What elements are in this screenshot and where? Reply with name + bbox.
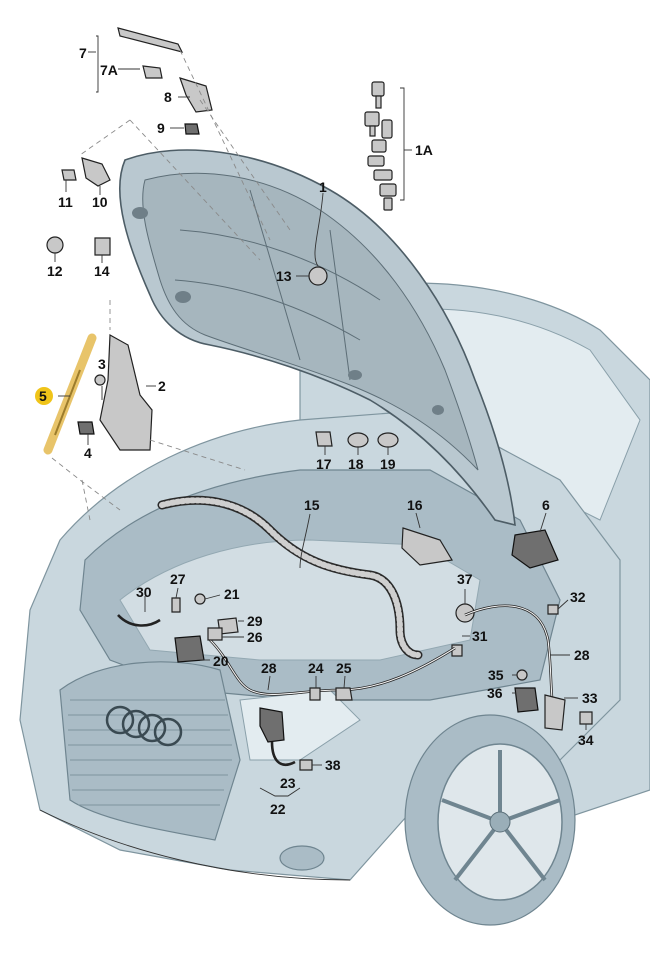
callout-4: 4	[84, 445, 92, 461]
clip-32[interactable]	[547, 604, 559, 615]
callout-labels: 7 7A 8 9 1A 1 11 10 12 14 13 5 3 2 4 17 …	[35, 45, 598, 817]
fog-light	[279, 845, 325, 871]
callout-37: 37	[457, 571, 473, 587]
buffer-13[interactable]	[308, 266, 328, 286]
hood-seal-texture	[159, 497, 421, 658]
callout-2: 2	[158, 378, 166, 394]
callout-32: 32	[570, 589, 586, 605]
callout-28-right: 28	[574, 647, 590, 663]
lock-20[interactable]	[174, 635, 205, 663]
callout-5-badge	[35, 387, 53, 405]
lock-mount-33[interactable]	[544, 694, 566, 731]
callout-21: 21	[224, 586, 240, 602]
callout-25: 25	[336, 660, 352, 676]
callout-33: 33	[582, 690, 598, 706]
callout-34: 34	[578, 732, 594, 748]
callout-1a: 1A	[415, 142, 433, 158]
screw-35[interactable]	[516, 669, 528, 681]
callout-16: 16	[407, 497, 423, 513]
callout-1: 1	[319, 179, 327, 195]
callout-5-highlight: 5	[35, 387, 53, 405]
callout-27: 27	[170, 571, 186, 587]
front-wheel	[404, 714, 576, 926]
release-cable-main-core	[209, 639, 456, 695]
callout-35: 35	[488, 667, 504, 683]
callout-6: 6	[542, 497, 550, 513]
bolt-24[interactable]	[309, 687, 321, 701]
hood-latch-bracket[interactable]	[81, 157, 111, 187]
callout-29: 29	[247, 613, 263, 629]
leader-lines	[51, 35, 587, 797]
grille-slats	[68, 699, 232, 806]
callout-38: 38	[325, 757, 341, 773]
hood-hole-2	[175, 291, 191, 303]
callout-22: 22	[270, 801, 286, 817]
hood-rib-4	[329, 229, 351, 381]
callout-31: 31	[472, 628, 488, 644]
lock-wire-23[interactable]	[270, 741, 296, 767]
callout-20: 20	[213, 653, 229, 669]
bolt-set-1a[interactable]	[364, 81, 397, 211]
hood-rib-1	[179, 229, 381, 301]
hood-inner-frame	[142, 172, 479, 471]
callout-11: 11	[58, 194, 73, 210]
callout-24: 24	[308, 660, 324, 676]
hood-hole-3	[432, 405, 444, 415]
callout-30: 30	[136, 584, 152, 600]
callout-19: 19	[380, 456, 396, 472]
callout-7: 7	[79, 45, 87, 61]
lock-part-16[interactable]	[401, 527, 453, 566]
grille	[59, 661, 241, 841]
clip-31[interactable]	[451, 644, 463, 657]
audi-rings-logo	[105, 705, 183, 747]
grommet-18[interactable]	[347, 432, 369, 448]
callout-14: 14	[94, 263, 110, 279]
callout-17: 17	[316, 456, 332, 472]
callout-15: 15	[304, 497, 320, 513]
hood-rib-2	[174, 279, 361, 341]
callout-9: 9	[157, 120, 165, 136]
clip-25[interactable]	[335, 687, 353, 701]
hood-rib-3	[249, 189, 301, 361]
callout-10: 10	[92, 194, 108, 210]
bolt-4[interactable]	[77, 421, 95, 435]
screw-21[interactable]	[194, 593, 206, 605]
bolt-34[interactable]	[579, 711, 593, 725]
callout-7a: 7A	[100, 62, 118, 78]
connector-38[interactable]	[299, 759, 313, 771]
grommet-19[interactable]	[377, 432, 399, 448]
clip-27[interactable]	[171, 597, 181, 613]
clip-17[interactable]	[315, 431, 333, 447]
hood-hole-1	[132, 207, 148, 219]
wiring-30[interactable]	[117, 614, 161, 627]
bumper-line	[39, 809, 351, 881]
lock-assembly-22[interactable]	[259, 707, 285, 743]
callout-23: 23	[280, 775, 296, 791]
callout-8: 8	[164, 89, 172, 105]
callout-5: 5	[39, 388, 47, 404]
callout-26: 26	[247, 629, 263, 645]
callout-12: 12	[47, 263, 63, 279]
buffer-14[interactable]	[94, 237, 111, 256]
hood-hinge-upper[interactable]	[179, 77, 213, 113]
gas-strut[interactable]	[43, 333, 97, 455]
bracket-26[interactable]	[207, 627, 223, 641]
callout-3: 3	[98, 356, 106, 372]
hood-panel[interactable]	[118, 149, 516, 527]
hood-hinge-lower[interactable]	[99, 334, 153, 451]
callout-28-left: 28	[261, 660, 277, 676]
nut-3[interactable]	[94, 374, 106, 386]
bump-stop-11[interactable]	[61, 169, 77, 181]
hood-seal-strip[interactable]	[117, 27, 184, 53]
callout-36: 36	[487, 685, 503, 701]
callout-18: 18	[348, 456, 364, 472]
hood-hole-4	[348, 370, 362, 380]
callout-13: 13	[276, 268, 292, 284]
grommet-12[interactable]	[46, 236, 64, 254]
nut-9[interactable]	[184, 123, 200, 135]
clip-7a[interactable]	[142, 65, 163, 79]
latch-36[interactable]	[514, 687, 539, 713]
